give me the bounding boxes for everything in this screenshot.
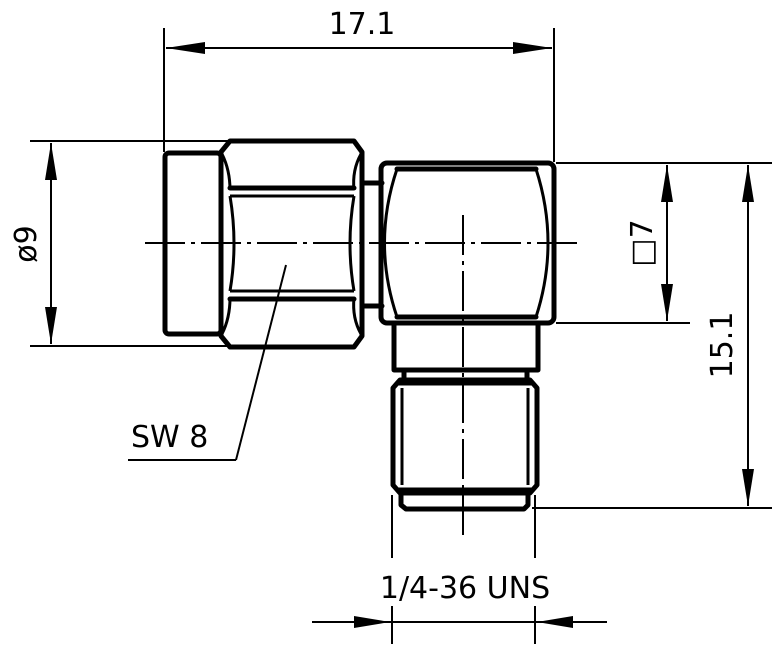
hex-chamfer	[220, 153, 232, 191]
dimension-cap-diameter: ø9	[9, 140, 230, 347]
arrowhead-left-icon	[166, 42, 205, 54]
arrowhead-right-icon	[513, 42, 552, 54]
sleeve-tip	[398, 490, 531, 512]
sleeve-outline	[390, 377, 540, 496]
dimension-label-length: 17.1	[329, 7, 396, 42]
center-lines	[145, 215, 580, 540]
neck-upper	[391, 320, 541, 373]
lower-threaded-sleeve	[390, 377, 540, 512]
dimension-label-height: 15.1	[705, 312, 740, 379]
arrowhead-top-icon	[742, 165, 754, 202]
dimension-thread: 1/4-36 UNS	[312, 495, 607, 644]
arrowhead-top-icon	[661, 165, 673, 202]
arrowhead-top-icon	[45, 143, 57, 180]
wrench-size-label: SW 8	[131, 420, 208, 455]
thread-spec-label: 1/4-36 UNS	[380, 571, 550, 606]
dimension-body-square: □7	[556, 162, 690, 324]
hex-chamfer	[220, 297, 232, 335]
dimension-overall-length: 17.1	[163, 7, 555, 162]
dimension-label-diameter: ø9	[9, 225, 44, 262]
leader-line	[235, 264, 287, 461]
hex-coupling-nut	[218, 138, 365, 350]
arrowhead-bottom-icon	[742, 469, 754, 506]
hex-outline	[218, 138, 365, 350]
arrowhead-bottom-icon	[45, 307, 57, 344]
hex-chamfer	[352, 153, 363, 191]
arrowhead-left-icon	[354, 616, 390, 628]
dimension-overall-height: 15.1	[532, 162, 772, 509]
arrowhead-right-icon	[537, 616, 573, 628]
body-neck	[391, 320, 541, 383]
arrowhead-bottom-icon	[661, 284, 673, 321]
hex-chamfer	[352, 297, 363, 335]
dimension-label-square: □7	[625, 219, 660, 266]
wrench-size-callout: SW 8	[128, 264, 287, 461]
